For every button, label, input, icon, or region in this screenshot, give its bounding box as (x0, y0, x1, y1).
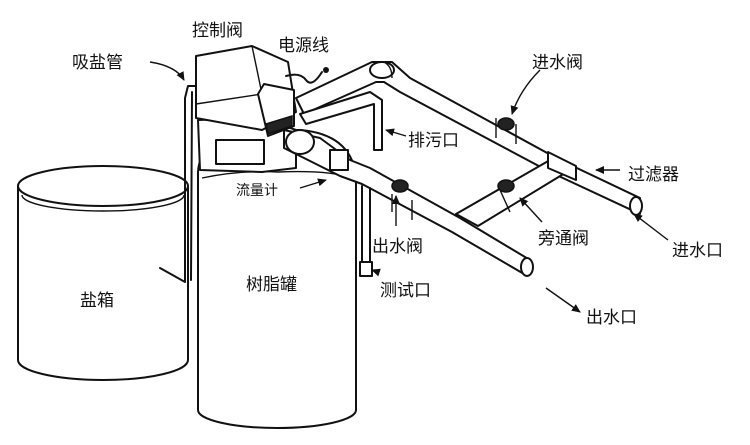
test-port (359, 185, 373, 277)
salt-suction-pipe (159, 85, 199, 283)
label-filter: 过滤器 (628, 165, 679, 185)
label-control-valve: 控制阀 (192, 21, 243, 41)
label-water-inlet: 进水口 (672, 241, 723, 261)
label-salt-suction-pipe: 吸盐管 (72, 53, 123, 73)
label-drain-outlet: 排污口 (408, 131, 459, 151)
salt-tank (17, 165, 189, 381)
bypass-pipe (455, 151, 577, 227)
label-bypass-valve: 旁通阀 (538, 229, 589, 249)
label-inlet-valve: 进水阀 (532, 53, 583, 73)
outlet-pipe (283, 129, 534, 277)
label-outlet-valve: 出水阀 (372, 237, 423, 257)
label-salt-tank: 盐箱 (80, 291, 114, 311)
control-valve (195, 45, 297, 173)
power-cord (285, 67, 329, 84)
leader-arrows (149, 61, 669, 313)
label-water-outlet: 出水口 (586, 308, 637, 328)
label-power-cord: 电源线 (278, 36, 329, 56)
label-resin-tank: 树脂罐 (246, 275, 297, 295)
label-test-port: 测试口 (380, 281, 431, 301)
drain-pipe (299, 91, 383, 151)
label-flow-meter: 流量计 (236, 183, 278, 199)
